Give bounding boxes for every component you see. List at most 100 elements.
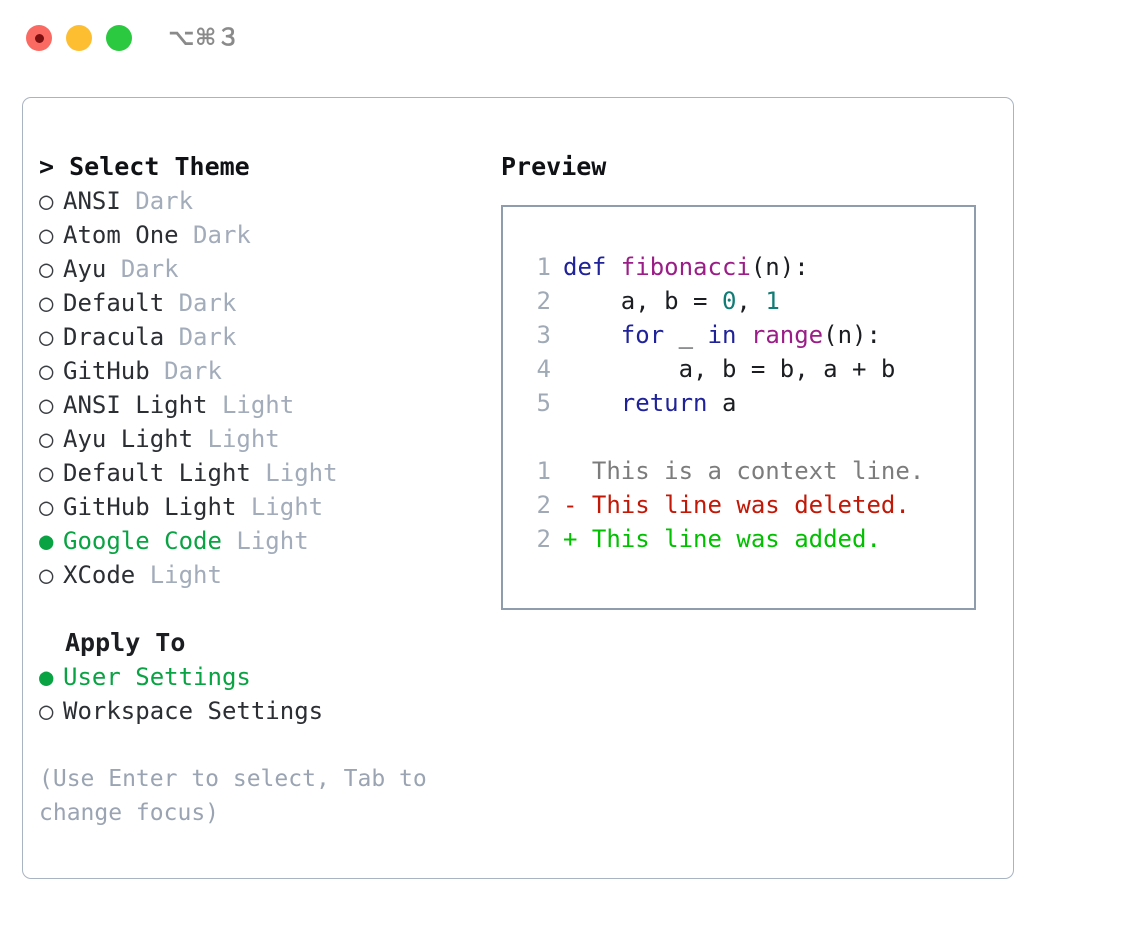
code-token-plain: a (707, 389, 737, 417)
line-number: 3 (536, 321, 551, 349)
code-line: 1 def fibonacci(n): (521, 250, 974, 284)
theme-list[interactable]: ○ANSI Dark○Atom One Dark○Ayu Dark○Defaul… (39, 184, 479, 592)
theme-option-label: Default (63, 289, 165, 317)
theme-option-ayu[interactable]: ○Ayu Dark (39, 252, 479, 286)
traffic-light-group (26, 25, 132, 51)
code-token-plain: a, b = (563, 287, 722, 315)
theme-option-label: Default Light (63, 459, 251, 487)
code-diff-separator (521, 420, 974, 454)
radio-unselected-icon: ○ (39, 697, 54, 725)
window-titlebar: ⌥⌘３ (0, 0, 1140, 78)
theme-option-github-light[interactable]: ○ GitHub Light Light (39, 490, 479, 524)
diff-marker (563, 457, 592, 485)
code-token-punct: (n): (823, 321, 881, 349)
diff-line-del: 2- This line was deleted. (521, 488, 974, 522)
theme-option-label: Google Code (63, 527, 222, 555)
theme-option-xcode[interactable]: ○ XCode Light (39, 558, 479, 592)
code-token-plain: , (736, 287, 766, 315)
code-token-fn: range (750, 321, 824, 349)
diff-marker: + (563, 525, 592, 553)
theme-option-dracula[interactable]: ○ Dracula Dark (39, 320, 479, 354)
code-token-plain: a, b = b, a + b (563, 355, 896, 383)
theme-option-label: XCode (63, 561, 136, 589)
theme-option-ansi-light[interactable]: ○ANSI Light Light (39, 388, 479, 422)
code-token-plain (563, 389, 621, 417)
line-number: 1 (536, 457, 551, 485)
radio-unselected-icon: ○ (39, 425, 54, 453)
radio-unselected-icon: ○ (39, 561, 54, 589)
minimize-button[interactable] (66, 25, 92, 51)
theme-option-default-light[interactable]: ○Default Light Light (39, 456, 479, 490)
close-button[interactable] (26, 25, 52, 51)
radio-unselected-icon: ○ (39, 187, 54, 215)
theme-option-variant: Light (236, 527, 309, 555)
theme-selector-panel: > Select Theme ○ANSI Dark○Atom One Dark○… (22, 97, 1014, 879)
line-number: 2 (536, 525, 551, 553)
maximize-button[interactable] (106, 25, 132, 51)
theme-option-label: GitHub (63, 357, 150, 385)
apply-to-option-workspace-settings[interactable]: ○ Workspace Settings (39, 694, 479, 728)
apply-to-option-label: User Settings (63, 663, 251, 691)
line-number: 1 (536, 253, 551, 281)
theme-option-variant: Dark (178, 323, 237, 351)
apply-to-list[interactable]: ● User Settings ○ Workspace Settings (39, 660, 479, 728)
theme-option-default[interactable]: ○ Default Dark (39, 286, 479, 320)
theme-option-variant: Dark (164, 357, 222, 385)
code-token-plain (736, 321, 750, 349)
list-spacer (39, 592, 479, 626)
code-token-fn: fibonacci (620, 253, 751, 281)
theme-option-label: GitHub Light (63, 493, 237, 521)
theme-option-label: ANSI Light (63, 391, 208, 419)
line-number: 2 (536, 491, 551, 519)
radio-unselected-icon: ○ (39, 391, 54, 419)
radio-selected-icon: ● (39, 663, 54, 691)
theme-option-label: ANSI (63, 187, 121, 215)
theme-option-ansi[interactable]: ○ ANSI Dark (39, 184, 479, 218)
diff-sample: 1 This is a context line.2- This line wa… (521, 454, 974, 556)
code-token-plain (563, 321, 621, 349)
theme-option-atom-one[interactable]: ○Atom One Dark (39, 218, 479, 252)
radio-unselected-icon: ○ (39, 323, 54, 351)
keyboard-hint-text: (Use Enter to select, Tab to change focu… (39, 766, 427, 826)
apply-to-option-user-settings[interactable]: ● User Settings (39, 660, 479, 694)
code-line: 4 a, b = b, a + b (521, 352, 974, 386)
theme-option-label: Ayu (63, 255, 107, 283)
radio-unselected-icon: ○ (39, 289, 54, 317)
theme-option-ayu-light[interactable]: ○ Ayu Light Light (39, 422, 479, 456)
apply-to-option-label: Workspace Settings (63, 697, 324, 725)
preview-title: Preview (501, 152, 607, 181)
diff-text: This line was added. (591, 525, 881, 553)
code-line: 3 for _ in range(n): (521, 318, 974, 352)
code-sample: 1 def fibonacci(n): 2 a, b = 0, 1 3 for _ i… (521, 250, 974, 420)
theme-option-label: Dracula (63, 323, 165, 351)
theme-option-google-code[interactable]: ● Google Code Light (39, 524, 479, 558)
diff-text: This is a context line. (591, 457, 925, 485)
line-number: 2 (536, 287, 551, 315)
diff-line-ctx: 1 This is a context line. (521, 454, 974, 488)
code-token-punct: (n): (750, 253, 809, 281)
code-token-kw: for (620, 321, 665, 349)
theme-picker-column: > Select Theme ○ANSI Dark○Atom One Dark○… (39, 150, 479, 830)
code-token-kw: def (563, 253, 621, 281)
theme-option-variant: Light (250, 493, 324, 521)
radio-unselected-icon: ○ (39, 255, 54, 283)
theme-option-variant: Dark (178, 289, 237, 317)
code-token-num: 0 (721, 287, 737, 315)
select-theme-header: > Select Theme (39, 152, 250, 181)
hint-spacer (39, 728, 479, 762)
diff-marker: - (563, 491, 592, 519)
keyboard-shortcut-label: ⌥⌘３ (168, 25, 241, 51)
theme-option-github[interactable]: ○GitHub Dark (39, 354, 479, 388)
theme-option-variant: Dark (193, 221, 251, 249)
theme-option-variant: Dark (135, 187, 194, 215)
radio-unselected-icon: ○ (39, 221, 54, 249)
radio-selected-icon: ● (39, 527, 54, 555)
theme-option-variant: Light (207, 425, 280, 453)
theme-option-variant: Light (149, 561, 222, 589)
radio-unselected-icon: ○ (39, 493, 54, 521)
radio-unselected-icon: ○ (39, 459, 54, 487)
theme-option-label: Ayu Light (63, 425, 194, 453)
